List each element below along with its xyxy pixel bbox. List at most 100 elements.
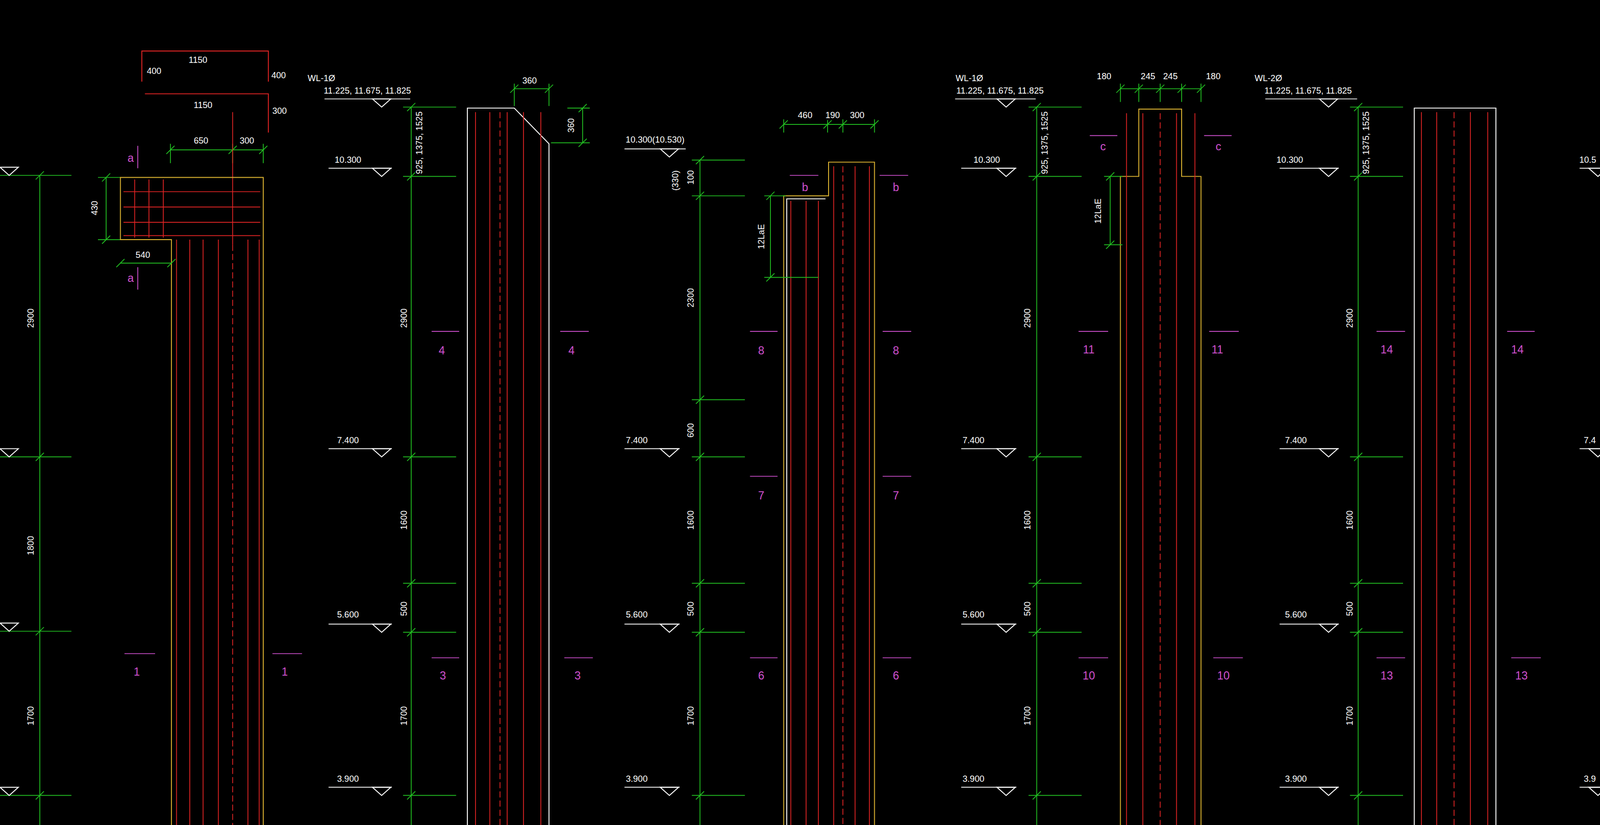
rebar [1142,113,1144,825]
column-outline [1414,108,1496,825]
dim-tick [696,452,705,462]
section-mark [560,330,589,332]
annotation-text: 7.400 [961,436,986,445]
dim-tick [1354,628,1363,637]
level-underline [324,98,411,100]
level-symbol [372,98,391,108]
annotation-text: 650 [192,136,209,146]
annotation-text: 7.400 [1283,436,1308,445]
section-mark-label: 4 [567,345,576,357]
linework [0,50,1600,825]
line [170,143,171,163]
dimension-text: 1600 [1345,509,1355,531]
dim-tick [35,171,44,180]
dim-tick [823,120,832,129]
level-symbol [659,448,679,457]
annotation-text: 10.300 [1275,155,1304,165]
rebar [506,112,508,825]
dimension-text: 2900 [26,307,36,329]
annotation-text: 245 [1139,72,1157,81]
annotation-text: 3.900 [1283,774,1308,784]
column-outline [120,177,264,825]
dim-line [1357,107,1359,825]
dim-tick [167,258,176,268]
section-mark-label: 7 [757,489,766,501]
dim-line [105,177,107,241]
section-mark-label: 13 [1379,670,1394,682]
annotation-text: 300 [848,110,866,120]
annotation-text: 1150 [187,55,209,65]
line [1138,83,1140,102]
section-mark [882,330,912,332]
dim-tick [1134,84,1143,93]
annotation-text: 1150 [192,100,214,110]
rebar [805,200,807,825]
rebar [1487,112,1489,825]
annotation-text: 5.600 [624,610,649,620]
dim-line [514,88,550,90]
dim-tick [407,791,416,800]
line [874,119,876,133]
level-symbol [0,167,19,176]
column-outline [467,108,550,825]
dim-tick [166,146,175,155]
level-line [0,795,72,797]
line [548,83,550,107]
rebar [868,166,870,825]
dim-tick [1156,84,1165,93]
dim-tick [259,146,268,155]
annotation-text: 5.600 [1283,610,1308,620]
line [1181,83,1183,102]
section-mark [789,174,819,176]
level-symbol [0,623,19,632]
rebar-dim [141,50,269,82]
section-mark-label: c [1214,141,1223,153]
rebar [842,166,844,825]
section-mark-label: 1 [132,666,141,678]
dim-tick [870,120,879,129]
level-symbol [1319,448,1338,457]
annotation-text: 5.600 [336,610,360,620]
dim-line [39,175,41,825]
level-symbol [1588,168,1600,177]
section-mark [431,330,460,332]
rebar [123,235,261,237]
level-line [0,631,72,633]
dim-tick [1032,452,1041,462]
annotation-text: 10.300 [333,155,363,165]
annotation-text: 460 [796,110,814,120]
dimension-text: 500 [1023,600,1032,618]
line [1120,83,1122,102]
rebar [489,112,491,825]
line [232,112,234,245]
annotation-text: 10.300(10.530) [624,135,686,145]
dim-tick [101,235,110,245]
dimension-text: 500 [399,600,409,618]
line [513,83,515,107]
annotation-text: 180 [1095,72,1112,81]
dimension-text: 360 [567,117,576,134]
dim-line [699,159,701,825]
rebar [218,239,220,825]
annotation-text: 5.600 [961,610,986,620]
rebar [1176,113,1178,825]
dim-line [783,123,875,125]
dim-tick [1196,84,1206,93]
dimension-text: 1600 [399,509,409,531]
dim-tick [1032,579,1041,588]
dim-tick [1032,791,1041,800]
level-line [0,456,72,458]
dimension-text: 925, 1375, 1525 [1361,110,1371,176]
annotation-text: 11.225, 11.675, 11.825 [322,86,413,96]
level-symbol [1319,168,1338,177]
annotation-text: 300 [271,106,288,116]
section-mark [137,267,139,290]
dimension-text: 430 [90,199,100,217]
dim-tick [696,191,705,200]
section-mark [124,653,156,655]
dimension-text: 1600 [1023,509,1032,531]
annotation-text: WL-1Ø [954,73,984,83]
dimension-text: 1800 [26,535,36,557]
